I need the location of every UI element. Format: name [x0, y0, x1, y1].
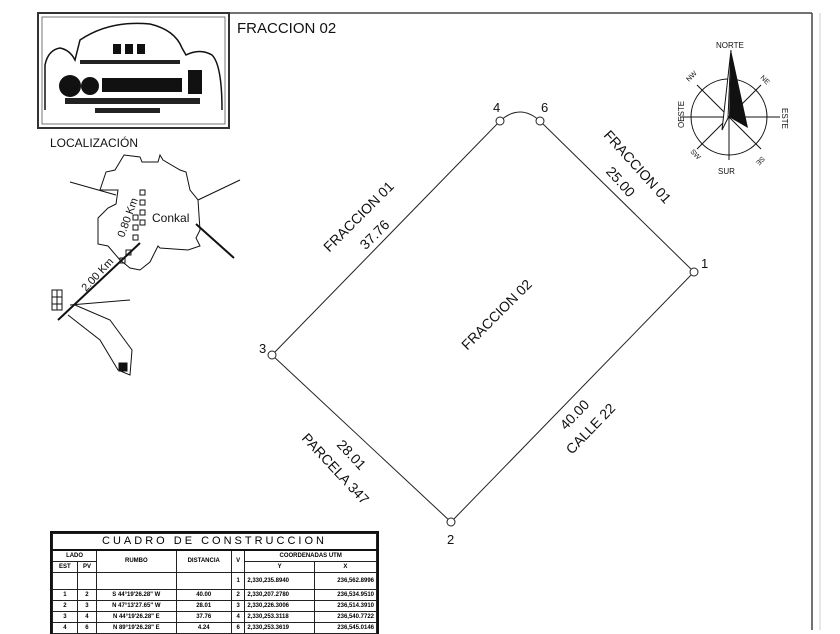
cell-x: 236,562.8996 — [313, 572, 378, 590]
cell-v: 4 — [230, 611, 246, 623]
cell-dist — [175, 572, 232, 590]
cell-dist: 4.24 — [175, 622, 232, 634]
header-pv: PV — [76, 561, 98, 573]
vertex-4-marker — [495, 116, 505, 126]
compass-west: OESTE — [677, 101, 686, 128]
header-coords: COORDENADAS UTM — [244, 549, 377, 562]
cell-dist: 40.00 — [175, 589, 232, 601]
vertex-1-label: 1 — [701, 256, 708, 271]
header-lado: LADO — [51, 549, 98, 562]
location-map — [51, 153, 241, 376]
cell-dist: 37.76 — [175, 611, 232, 623]
distance-label-1: 0.80 Km — [116, 196, 141, 239]
town-label: Conkal — [152, 211, 189, 225]
cell-pv: 2 — [76, 589, 98, 601]
sheet-title: FRACCION 02 — [237, 20, 336, 37]
cell-rumbo — [96, 572, 177, 590]
header-rumbo: RUMBO — [96, 549, 177, 573]
table-title-text: CUADRO DE CONSTRUCCION — [102, 535, 327, 547]
cell-x: 236,540.7722 — [313, 611, 378, 623]
vertex-3-label: 3 — [259, 341, 266, 356]
cell-pv: 6 — [76, 622, 98, 634]
compass-ne: NE — [759, 74, 771, 86]
vertex-6-label: 6 — [541, 100, 548, 115]
cell-v: 2 — [230, 589, 246, 601]
compass-nw: NW — [685, 70, 698, 83]
cell-pv: 4 — [76, 611, 98, 623]
cell-pv — [76, 572, 98, 590]
cell-x: 236,514.3910 — [313, 600, 378, 612]
header-x: X — [313, 561, 378, 573]
construction-table: CUADRO DE CONSTRUCCION LADO RUMBO DISTAN… — [50, 531, 379, 634]
cell-est: 2 — [52, 600, 78, 612]
cell-y: 2,330,253.3118 — [244, 611, 315, 623]
compass-north: NORTE — [716, 41, 744, 50]
vertex-2-label: 2 — [447, 532, 454, 547]
cell-est: 1 — [52, 589, 78, 601]
cell-v: 3 — [230, 600, 246, 612]
cell-v: 1 — [230, 572, 246, 590]
compass-south: SUR — [718, 167, 735, 176]
compass-se: SE — [754, 155, 766, 167]
distance-label-2: 2.00 Km — [79, 256, 116, 294]
cell-v: 6 — [230, 622, 246, 634]
parcel-polygon — [267, 111, 699, 527]
cell-y: 2,330,226.3006 — [244, 600, 315, 612]
cell-y: 2,330,253.3619 — [244, 622, 315, 634]
location-heading: LOCALIZACIÓN — [50, 135, 138, 150]
cell-est — [52, 572, 78, 590]
cell-rumbo: N 89°19'26.28" E — [96, 622, 177, 634]
cell-pv: 3 — [76, 600, 98, 612]
cell-rumbo: N 47°13'27.65" W — [96, 600, 177, 612]
header-est: EST — [52, 561, 78, 573]
cell-rumbo: S 44°19'26.28" W — [96, 589, 177, 601]
cell-x: 236,534.9510 — [313, 589, 378, 601]
municipal-logo — [37, 12, 230, 129]
cell-est: 3 — [52, 611, 78, 623]
cell-est: 4 — [52, 622, 78, 634]
compass-sw: SW — [689, 148, 702, 161]
vertex-6-marker — [535, 116, 545, 126]
table-title: CUADRO DE CONSTRUCCION — [52, 533, 377, 551]
cell-y: 2,330,235.8940 — [244, 572, 315, 590]
header-y: Y — [244, 561, 315, 573]
compass-east: ESTE — [780, 108, 789, 129]
cell-rumbo: N 44°19'26.28" E — [96, 611, 177, 623]
vertex-4-label: 4 — [493, 100, 500, 115]
cell-dist: 28.01 — [175, 600, 232, 612]
vertex-1-marker — [689, 267, 699, 277]
cell-y: 2,330,207.2780 — [244, 589, 315, 601]
parcel-name: FRACCION 02 — [458, 276, 535, 353]
vertex-3-marker — [267, 350, 277, 360]
header-v: V — [230, 549, 246, 573]
north-arrow-compass-icon: NORTE SUR ESTE OESTE NW NE SW SE — [677, 41, 789, 176]
cell-x: 236,545.0146 — [313, 622, 378, 634]
vertex-2-marker — [446, 517, 456, 527]
header-distancia: DISTANCIA — [175, 549, 232, 573]
